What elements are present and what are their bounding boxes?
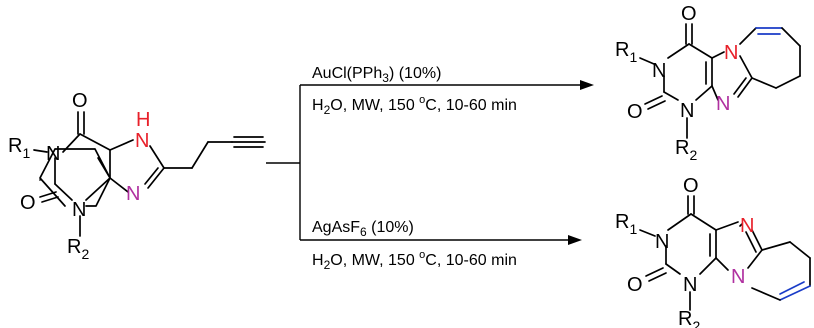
nh-atom: N <box>135 130 149 152</box>
n1-atom: N <box>46 143 60 165</box>
n3-atom: N <box>72 199 86 221</box>
top-conditions: AuCl(PPh3) (10%) H2O, MW, 150 oC, 10-60 … <box>312 65 517 117</box>
bottom-product-o2: O <box>627 274 643 296</box>
bottom-solvent-conditions: H2O, MW, 150 oC, 10-60 min <box>312 249 517 272</box>
top-product-n3: N <box>680 100 694 122</box>
top-arrow <box>300 80 594 90</box>
r1-label: R1 <box>8 135 30 161</box>
top-product-n-imine: N <box>716 93 730 115</box>
starting-material: O O N N N H N R1 R2 <box>8 90 266 262</box>
bottom-product-r2: R2 <box>678 308 700 328</box>
top-product-r1: R1 <box>615 39 637 65</box>
r2-label: R2 <box>67 236 89 262</box>
top-product: O O N N N N R1 R2 <box>615 3 801 163</box>
top-product-o2: O <box>627 101 643 123</box>
bottom-product-n1: N <box>655 231 669 253</box>
bottom-product-r1: R1 <box>615 211 637 237</box>
bottom-product-n3: N <box>683 274 697 296</box>
top-product-r2: R2 <box>675 137 697 163</box>
bottom-product-n-imine: N <box>740 215 754 237</box>
bottom-product-n-bridge: N <box>731 266 745 288</box>
bottom-arrow <box>300 235 582 245</box>
bottom-product: O O N N N N R1 R2 <box>615 175 811 328</box>
top-product-n1: N <box>652 60 666 82</box>
bottom-product-o1: O <box>683 175 699 197</box>
top-solvent-conditions: H2O, MW, 150 oC, 10-60 min <box>312 94 517 117</box>
top-product-n-bridge: N <box>724 42 738 64</box>
bottom-catalyst: AgAsF6 (10%) <box>312 219 414 239</box>
bottom-conditions: AgAsF6 (10%) H2O, MW, 150 oC, 10-60 min <box>312 219 517 272</box>
top-catalyst: AuCl(PPh3) (10%) <box>312 65 441 85</box>
n9-atom: N <box>126 183 140 205</box>
o-carbonyl-left: O <box>20 192 36 214</box>
branch-connector <box>266 85 301 240</box>
o-carbonyl-top: O <box>72 90 88 112</box>
nh-hydrogen: H <box>136 109 150 131</box>
top-product-o1: O <box>681 3 697 25</box>
